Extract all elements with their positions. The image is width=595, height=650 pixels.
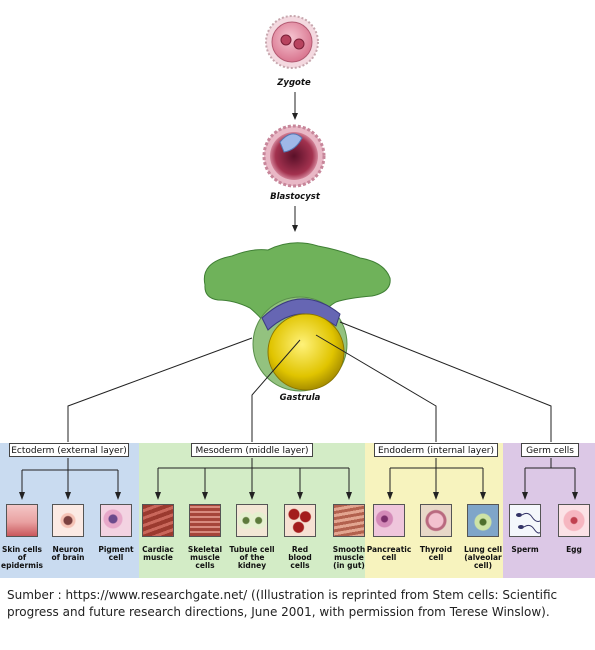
mesoderm-label: Mesoderm (middle layer) xyxy=(191,443,313,457)
blastocyst-icon xyxy=(262,124,326,188)
ectoderm-label: Ectoderm (external layer) xyxy=(9,443,129,457)
zygote-label: Zygote xyxy=(277,78,311,88)
gastrula-icon xyxy=(203,242,391,392)
cell-label-lung: Lung cell (alveolar cell) xyxy=(463,545,503,570)
cell-label-thyroid: Thyroid cell xyxy=(419,545,453,562)
thyroid-cell-image xyxy=(420,504,452,537)
germ-label: Germ cells xyxy=(521,443,579,457)
cell-label-sperm: Sperm xyxy=(511,545,539,554)
endoderm-label: Endoderm (internal layer) xyxy=(374,443,498,457)
cardiac-muscle-image xyxy=(142,504,174,537)
cell-label-smooth: Smooth muscle (in gut) xyxy=(332,545,366,570)
pigment-cell-image xyxy=(100,504,132,537)
sperm-icon xyxy=(516,512,540,534)
cell-label-pigment: Pigment cell xyxy=(98,545,134,562)
pancreatic-cell-image xyxy=(373,504,405,537)
egg-image xyxy=(558,504,590,537)
sperm-image xyxy=(509,504,541,537)
red-blood-cells-image xyxy=(284,504,316,537)
cell-label-skeletal: Skeletal muscle cells xyxy=(187,545,223,570)
skeletal-muscle-image xyxy=(189,504,221,537)
arrowheads xyxy=(19,492,578,500)
source-caption: Sumber : https://www.researchgate.net/ (… xyxy=(7,588,558,619)
cell-label-egg: Egg xyxy=(566,545,582,554)
gastrula-label: Gastrula xyxy=(279,393,321,403)
cell-label-skin: Skin cells of epidermis xyxy=(0,545,44,570)
cell-label-rbc: Red blood cells xyxy=(288,545,312,570)
cell-label-cardiac: Cardiac muscle xyxy=(142,545,174,562)
blastocyst-label: Blastocyst xyxy=(270,192,320,202)
zygote-icon xyxy=(265,15,319,69)
lung-cell-image xyxy=(467,504,499,537)
cell-label-kidney: Tubule cell of the kidney xyxy=(229,545,275,570)
lineage-lines xyxy=(21,321,576,494)
kidney-tubule-image xyxy=(236,504,268,537)
cell-label-pancreatic: Pancreatic cell xyxy=(366,545,412,562)
cell-label-neuron: Neuron of brain xyxy=(51,545,85,562)
neuron-image xyxy=(52,504,84,537)
smooth-muscle-image xyxy=(333,504,365,537)
skin-cell-image xyxy=(6,504,38,537)
